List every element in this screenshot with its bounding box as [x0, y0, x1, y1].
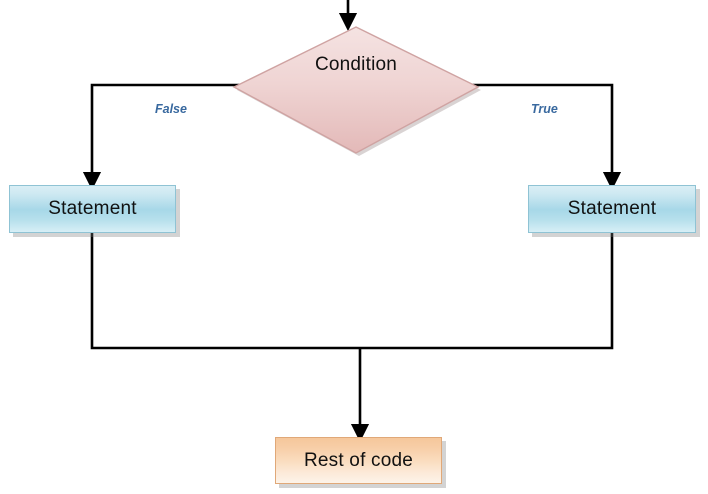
node-statement-true[interactable]: Statement	[528, 185, 700, 237]
edge-label-true: True	[531, 102, 558, 116]
edge-false-branch	[82, 83, 240, 191]
node-rest-of-code[interactable]: Rest of code	[275, 437, 446, 488]
edge-true-branch	[472, 83, 622, 191]
node-statement-false-label: Statement	[48, 198, 137, 219]
box-face	[275, 437, 442, 484]
edge-merge-bus	[90, 233, 614, 350]
edge-label-false: False	[155, 102, 187, 116]
node-statement-true-label: Statement	[567, 198, 657, 219]
node-condition[interactable]: Condition	[231, 24, 481, 157]
diamond-shape	[232, 26, 481, 156]
node-statement-false[interactable]: Statement	[9, 185, 180, 237]
node-rest-of-code-label: Rest of code	[303, 449, 414, 471]
